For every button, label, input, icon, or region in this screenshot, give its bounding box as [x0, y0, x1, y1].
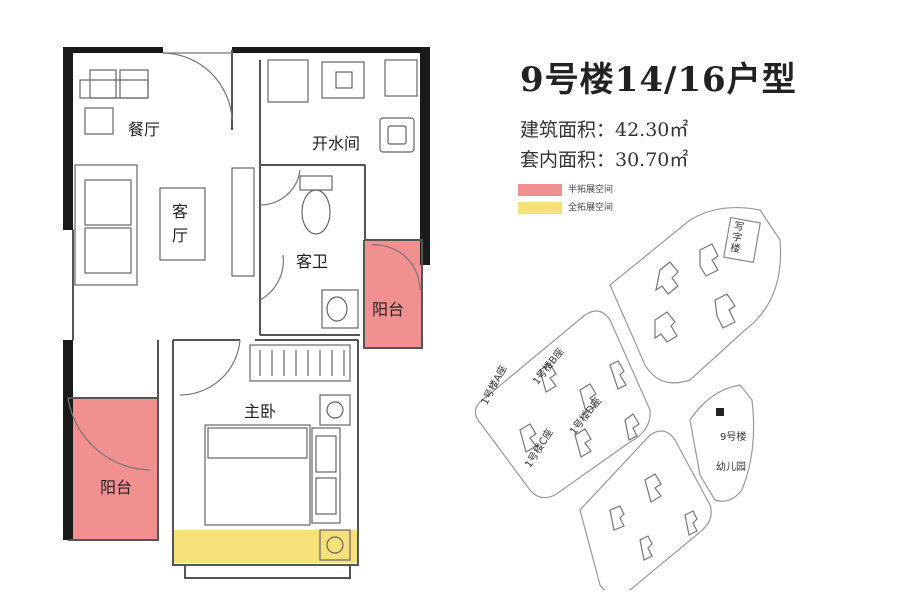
room-label-master-bedroom: 主卧 [244, 402, 277, 421]
bed [204, 394, 351, 561]
building-9-marker [716, 408, 724, 416]
legend-label-half: 半拓展空间 [568, 185, 614, 195]
structural-walls [63, 47, 430, 540]
sofa [74, 164, 138, 286]
site-plan [474, 206, 782, 590]
bathroom-fixtures [299, 175, 359, 329]
room-label-living: 客厅 [172, 202, 189, 245]
room-label-water-room: 开水间 [312, 134, 361, 153]
tv-cabinet [231, 167, 255, 277]
room-label-balcony-left: 阳台 [100, 478, 133, 497]
room-label-balcony-right: 阳台 [372, 300, 405, 319]
coffee-table [159, 187, 206, 261]
room-label-bathroom: 客卫 [296, 252, 329, 271]
inner-area: 套内面积：30.70㎡ [520, 149, 689, 171]
site-label-building-9: 9号楼 [720, 432, 747, 443]
dining-furniture [79, 69, 149, 135]
legend-swatch-full [518, 202, 562, 214]
wardrobe [249, 344, 351, 382]
site-label-kindergarten: 幼儿园 [716, 462, 746, 473]
site-block-south [579, 430, 712, 590]
floor-plan [63, 47, 430, 579]
office-building-marker [723, 217, 761, 263]
legend-label-full: 全拓展空间 [568, 203, 614, 213]
interior-walls [68, 50, 423, 579]
balcony-left-extension [68, 398, 158, 540]
site-block-north [609, 206, 782, 384]
unit-title: 9号楼14/16户型 [520, 60, 797, 100]
building-area: 建筑面积：42.30㎡ [520, 119, 689, 141]
legend-swatch-half [518, 184, 562, 196]
room-label-dining: 餐厅 [128, 120, 161, 139]
door-swings [67, 52, 421, 471]
building-footprints [519, 243, 736, 561]
water-room-fixtures [267, 59, 418, 153]
site-block-west [474, 310, 651, 499]
balcony-right-extension [364, 240, 422, 348]
site-block-east [689, 384, 755, 502]
full-extension-strip [173, 530, 358, 563]
